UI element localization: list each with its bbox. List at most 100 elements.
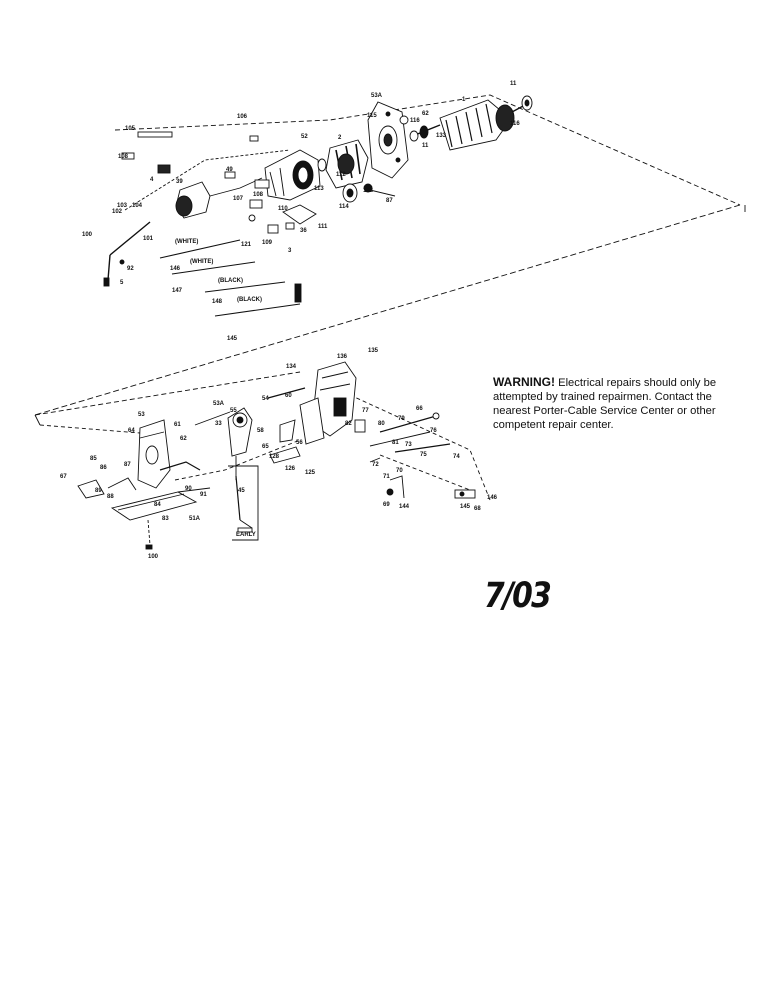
- svg-text:110: 110: [278, 206, 288, 212]
- svg-text:134: 134: [286, 364, 297, 370]
- svg-text:90: 90: [185, 486, 192, 492]
- linkage-parts: [354, 412, 476, 499]
- svg-text:69: 69: [383, 502, 390, 508]
- svg-text:5: 5: [120, 280, 124, 286]
- svg-text:128: 128: [269, 454, 280, 460]
- warning-notice: WARNING! Electrical repairs should only …: [493, 375, 733, 432]
- svg-text:100: 100: [148, 554, 159, 560]
- svg-text:86: 86: [100, 465, 107, 471]
- svg-text:64: 64: [128, 428, 135, 434]
- svg-text:2: 2: [338, 135, 342, 141]
- svg-text:36: 36: [300, 228, 307, 234]
- gear-housing: [367, 101, 409, 179]
- svg-text:62: 62: [422, 111, 429, 117]
- early-inset: [228, 465, 259, 541]
- svg-text:135: 135: [368, 348, 379, 354]
- svg-text:80: 80: [378, 421, 385, 427]
- svg-text:(BLACK): (BLACK): [237, 297, 262, 303]
- wire-color-labels: (WHITE) (WHITE) (BLACK) (BLACK): [175, 239, 262, 303]
- svg-text:125: 125: [305, 470, 316, 476]
- svg-text:61: 61: [174, 422, 181, 428]
- svg-text:152: 152: [363, 188, 374, 194]
- gear-case: [299, 361, 357, 445]
- svg-text:145: 145: [227, 336, 238, 342]
- svg-text:76: 76: [430, 428, 437, 434]
- svg-text:108: 108: [253, 192, 264, 198]
- warning-heading: WARNING!: [493, 375, 555, 389]
- svg-text:3: 3: [288, 248, 292, 254]
- svg-text:106: 106: [237, 114, 248, 120]
- svg-text:113: 113: [314, 186, 324, 192]
- svg-text:108: 108: [118, 154, 129, 160]
- svg-text:49: 49: [226, 167, 233, 173]
- svg-text:54: 54: [262, 396, 269, 402]
- svg-text:60: 60: [285, 393, 292, 399]
- svg-text:11: 11: [422, 143, 429, 149]
- svg-text:116: 116: [510, 121, 520, 127]
- svg-text:67: 67: [60, 474, 67, 480]
- svg-text:70: 70: [396, 468, 403, 474]
- svg-text:74: 74: [453, 454, 460, 460]
- svg-text:81: 81: [392, 440, 399, 446]
- svg-text:33: 33: [215, 421, 222, 427]
- svg-text:53A: 53A: [213, 401, 225, 407]
- svg-text:82: 82: [345, 421, 352, 427]
- upper-part-labels: 1 2 11 53A 52 106 105 108 4 39 49 103 10…: [82, 81, 520, 342]
- motor-field: [325, 139, 369, 189]
- cord-assembly: [103, 221, 151, 287]
- svg-text:62: 62: [180, 436, 187, 442]
- svg-text:104: 104: [132, 203, 143, 209]
- svg-text:87: 87: [386, 198, 393, 204]
- svg-text:(WHITE): (WHITE): [190, 259, 213, 265]
- svg-text:52: 52: [301, 134, 308, 140]
- svg-text:58: 58: [257, 428, 264, 434]
- gear-case-assembly: [34, 361, 491, 550]
- plunger-assembly: [194, 387, 306, 480]
- date-code: 7/03: [484, 576, 552, 616]
- svg-text:1: 1: [462, 97, 466, 103]
- svg-text:89: 89: [95, 488, 102, 494]
- svg-text:102: 102: [112, 209, 123, 215]
- svg-text:121: 121: [241, 242, 252, 248]
- svg-text:146: 146: [487, 495, 498, 501]
- motor-assembly: [34, 94, 746, 416]
- svg-text:56: 56: [296, 440, 303, 446]
- svg-text:EARLY: EARLY: [236, 532, 256, 538]
- svg-text:133: 133: [436, 133, 447, 139]
- svg-text:109: 109: [262, 240, 273, 246]
- svg-text:77: 77: [362, 408, 369, 414]
- svg-text:73: 73: [405, 442, 412, 448]
- svg-text:88: 88: [107, 494, 114, 500]
- svg-text:115: 115: [367, 113, 377, 119]
- svg-text:51A: 51A: [189, 516, 201, 522]
- svg-text:53: 53: [138, 412, 145, 418]
- svg-text:(BLACK): (BLACK): [218, 278, 243, 284]
- svg-text:147: 147: [172, 288, 183, 294]
- svg-text:4: 4: [150, 177, 154, 183]
- lower-part-labels: 134 136 135 53A 54 60 53 64 61 62 55 33 …: [60, 348, 498, 560]
- svg-text:66: 66: [416, 406, 423, 412]
- svg-text:53A: 53A: [371, 93, 383, 99]
- svg-text:85: 85: [90, 456, 97, 462]
- armature: [409, 95, 533, 151]
- svg-text:148: 148: [212, 299, 223, 305]
- svg-text:116: 116: [410, 118, 420, 124]
- warning-text: Electrical repairs should only be attemp…: [493, 377, 717, 431]
- svg-text:91: 91: [200, 492, 207, 498]
- svg-text:(WHITE): (WHITE): [175, 239, 198, 245]
- svg-text:79: 79: [398, 416, 405, 422]
- svg-text:101: 101: [143, 236, 154, 242]
- svg-text:45: 45: [238, 488, 245, 494]
- svg-text:83: 83: [162, 516, 169, 522]
- switch-block: [175, 171, 270, 219]
- svg-text:144: 144: [399, 504, 410, 510]
- svg-text:84: 84: [154, 502, 161, 508]
- svg-text:75: 75: [420, 452, 427, 458]
- svg-text:100: 100: [82, 232, 93, 238]
- svg-text:105: 105: [125, 126, 136, 132]
- svg-text:71: 71: [383, 474, 390, 480]
- svg-text:65: 65: [262, 444, 269, 450]
- lead-wires: [159, 239, 302, 317]
- svg-text:114: 114: [339, 204, 349, 210]
